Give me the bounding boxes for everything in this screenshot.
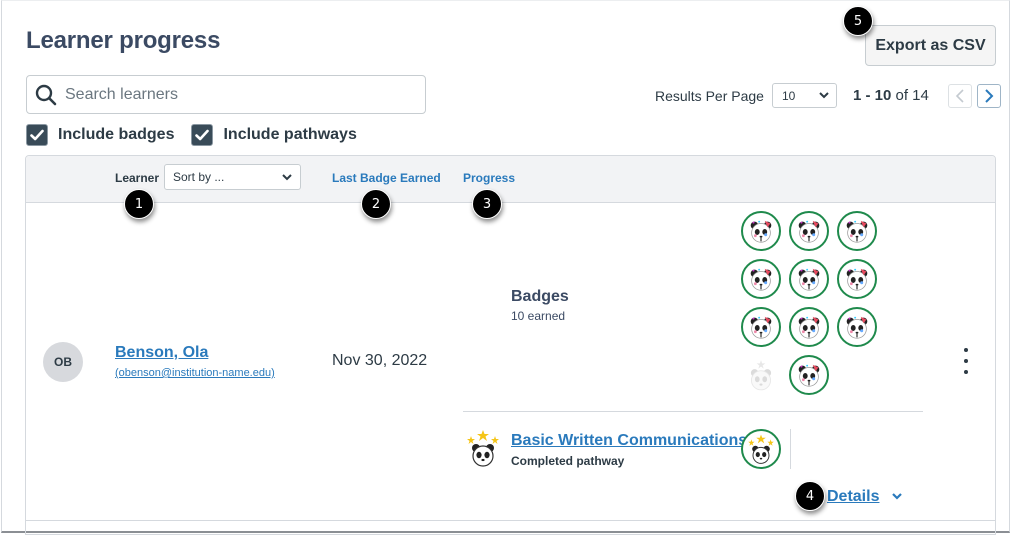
results-per-page-label: Results Per Page	[655, 87, 764, 104]
page-range-total: of 14	[895, 87, 929, 104]
panda-badge-icon[interactable]	[837, 211, 877, 251]
row-options-menu-button[interactable]	[958, 346, 974, 376]
panda-badge-icon[interactable]	[741, 259, 781, 299]
last-badge-date: Nov 30, 2022	[332, 352, 428, 369]
learner-name-link[interactable]: Benson, Ola	[115, 344, 209, 361]
unearned-panda-badge-icon[interactable]	[741, 355, 781, 395]
avatar: OB	[43, 342, 83, 382]
badge-grid	[741, 211, 885, 395]
chevron-down-icon	[819, 92, 829, 99]
panda-badge-icon[interactable]	[741, 211, 781, 251]
search-input[interactable]	[65, 85, 405, 104]
results-per-page-value: 10	[781, 88, 796, 103]
panda-badge-icon[interactable]	[837, 307, 877, 347]
panda-badge-icon[interactable]	[837, 259, 877, 299]
include-pathways-checkbox[interactable]: Include pathways	[191, 124, 357, 146]
row-divider	[26, 520, 995, 521]
panda-badge-icon[interactable]	[789, 259, 829, 299]
pagination: Results Per Page 10 1 - 10 of 14	[655, 83, 1001, 108]
callout-1: 1	[124, 189, 154, 219]
export-csv-button[interactable]: Export as CSV	[865, 25, 996, 66]
progress-divider	[463, 411, 923, 412]
kebab-dot	[964, 348, 968, 352]
page-title: Learner progress	[26, 27, 221, 54]
panda-badge-icon[interactable]	[789, 307, 829, 347]
chevron-right-icon	[985, 88, 994, 103]
learner-column-header: Learner	[115, 171, 160, 185]
include-badges-label: Include badges	[58, 126, 175, 143]
progress-column-header[interactable]: Progress	[463, 171, 516, 185]
filter-checkboxes: Include badges Include pathways	[26, 124, 374, 146]
learner-email-link[interactable]: (obenson@institution-name.edu)	[115, 367, 275, 379]
panda-badge-icon[interactable]	[789, 355, 829, 395]
pathway-completion-badge-icon[interactable]	[741, 429, 781, 469]
sort-by-value: Sort by ...	[173, 170, 225, 184]
sort-by-select[interactable]: Sort by ...	[164, 164, 301, 190]
search-field[interactable]	[26, 75, 426, 114]
callout-5: 5	[843, 6, 873, 36]
checkbox-checked-icon[interactable]	[26, 124, 48, 146]
learner-table: Learner Sort by ... Last Badge Earned Pr…	[25, 155, 996, 535]
checkbox-checked-icon[interactable]	[191, 124, 214, 146]
details-link[interactable]: Details	[827, 488, 880, 505]
panda-badge-icon[interactable]	[789, 211, 829, 251]
chevron-down-icon	[282, 173, 292, 180]
pathway-name-link[interactable]: Basic Written Communications	[511, 432, 748, 449]
search-icon	[35, 84, 57, 105]
pathway-divider	[790, 429, 791, 469]
include-pathways-label: Include pathways	[223, 126, 357, 143]
badges-earned-count: 10 earned	[511, 309, 566, 323]
pathway-status: Completed pathway	[511, 454, 625, 468]
panda-badge-icon[interactable]	[741, 307, 781, 347]
kebab-dot	[964, 370, 968, 374]
callout-3: 3	[472, 189, 502, 219]
include-badges-checkbox[interactable]: Include badges	[26, 124, 174, 146]
previous-page-button[interactable]	[947, 83, 972, 108]
results-per-page-select[interactable]: 10	[771, 83, 837, 108]
badges-heading: Badges	[511, 288, 569, 305]
table-header: Learner Sort by ... Last Badge Earned Pr…	[26, 156, 995, 203]
callout-4: 4	[795, 481, 825, 511]
callout-2: 2	[361, 189, 391, 219]
pathway-panda-stars-icon	[467, 430, 499, 467]
page-range-numbers: 1 - 10	[852, 87, 892, 104]
last-badge-earned-column-header[interactable]: Last Badge Earned	[332, 171, 441, 185]
page-range: 1 - 10 of 14	[853, 87, 929, 104]
next-page-button[interactable]	[976, 83, 1001, 108]
chevron-left-icon	[955, 88, 964, 103]
chevron-down-icon[interactable]	[891, 492, 903, 500]
kebab-dot	[964, 359, 968, 363]
